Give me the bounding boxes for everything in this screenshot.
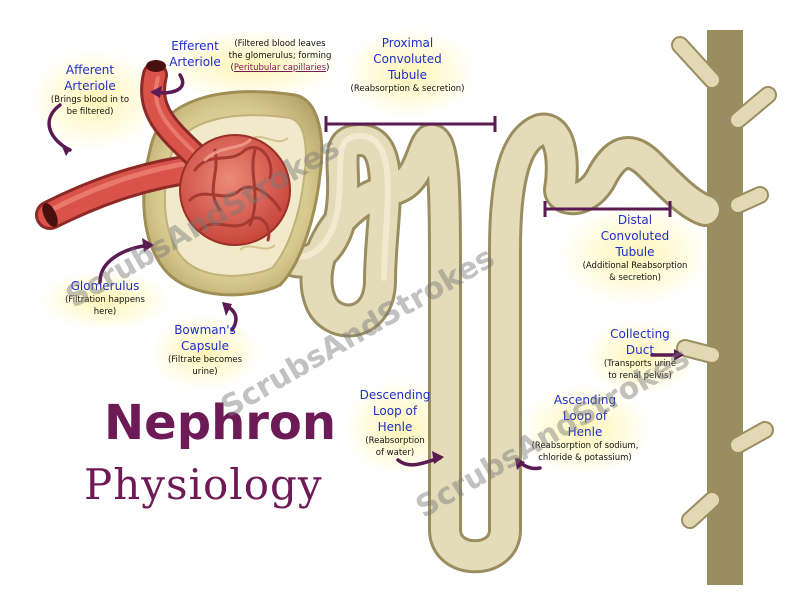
label-descending-loop: Descending Loop of Henle (Reabsorption o… <box>350 387 440 459</box>
label-bowmans-capsule: Bowman's Capsule (Filtrate becomes urine… <box>155 322 255 378</box>
collecting-duct <box>680 30 768 585</box>
label-efferent-note: (Filtered blood leaves the glomerulus; f… <box>224 38 336 74</box>
peritubular-capillaries-link: Peritubular capillaries <box>234 63 326 73</box>
label-pct: Proximal Convoluted Tubule (Reabsorption… <box>345 35 470 95</box>
label-efferent-arteriole: Efferent Arteriole <box>160 38 230 70</box>
label-afferent-arteriole: Afferent Arteriole (Brings blood in to b… <box>40 62 140 118</box>
title-physiology: Physiology <box>84 455 374 515</box>
label-dct: Distal Convoluted Tubule (Additional Rea… <box>565 212 705 284</box>
